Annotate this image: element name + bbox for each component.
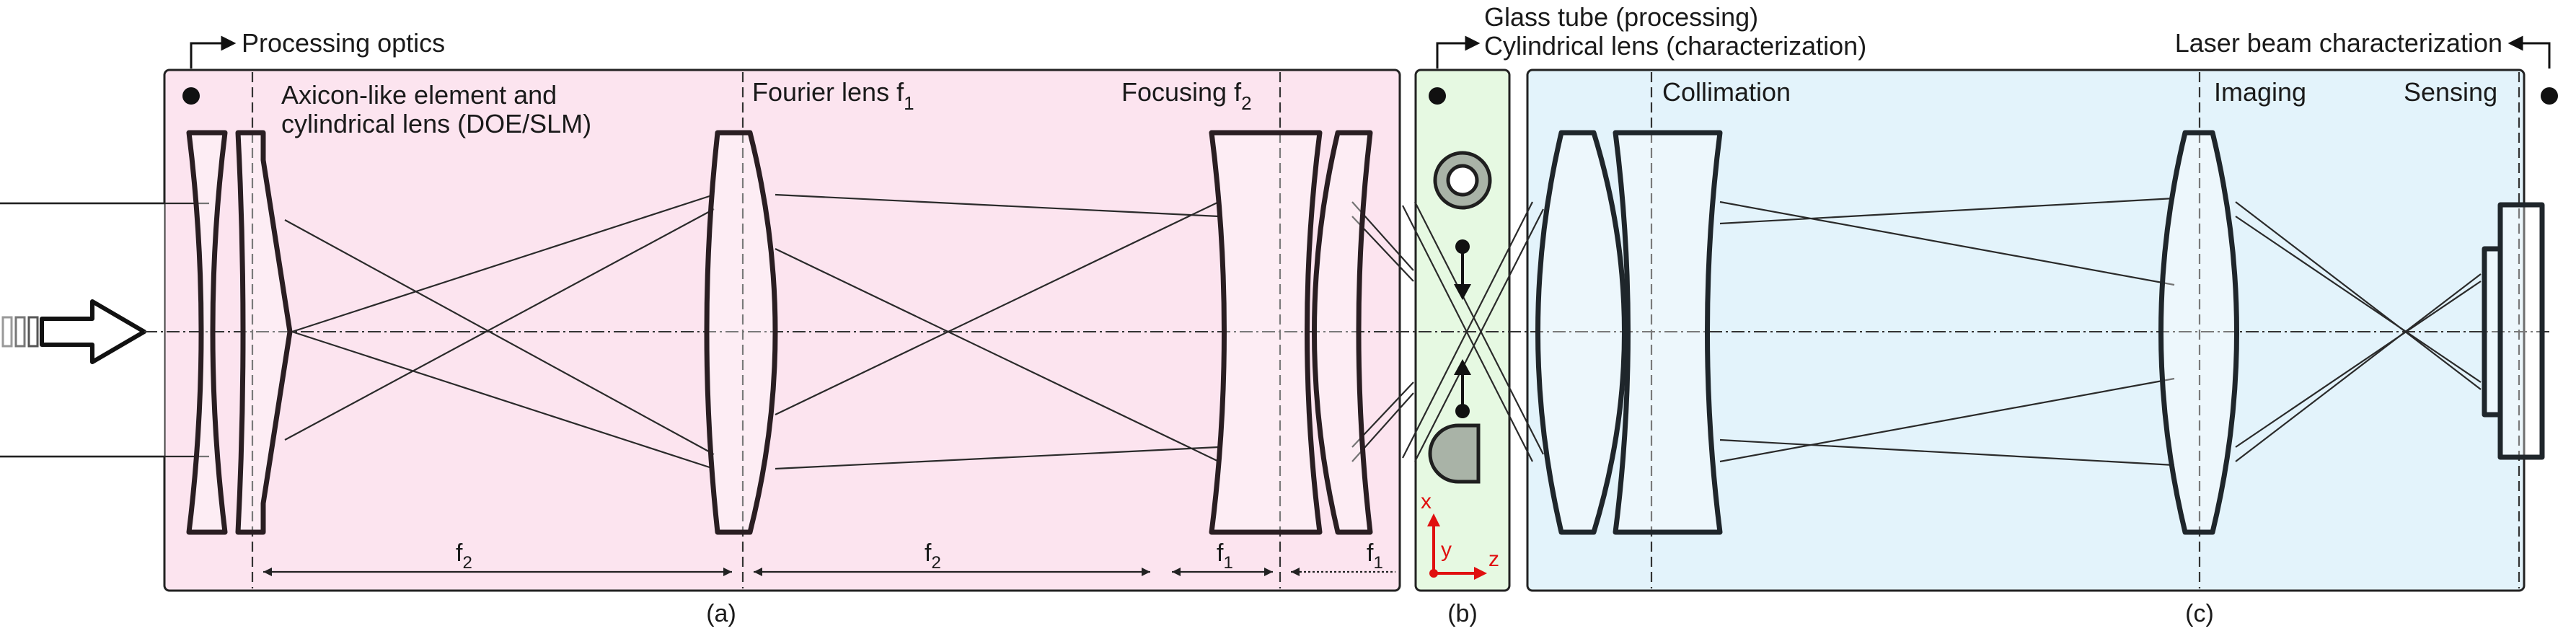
glass-tube-label: Glass tube (processing) xyxy=(1484,2,1758,32)
meniscus-lens xyxy=(186,130,228,535)
coordinate-axes-icon: x y z xyxy=(1421,490,1499,580)
axicon-label-line1: Axicon-like element and xyxy=(281,80,557,110)
dimension-f2-right: f2 xyxy=(925,539,941,573)
down-arrow-icon xyxy=(1454,239,1471,300)
collimation-lens-meniscus xyxy=(1535,130,1627,535)
axicon-label-line2: cylindrical lens (DOE/SLM) xyxy=(281,109,591,138)
axis-y-label: y xyxy=(1441,538,1452,562)
sensing-label: Sensing xyxy=(2404,77,2497,107)
rays-panel-b xyxy=(1402,201,1544,462)
dimension-f1-right: f1 xyxy=(1367,539,1383,573)
sensor-body xyxy=(2497,202,2545,460)
panel-a-marker xyxy=(182,87,200,105)
up-arrow-icon xyxy=(1454,359,1471,418)
axicon-element xyxy=(235,130,293,535)
cylindrical-lens-icon xyxy=(1428,423,1481,484)
focusing-lens-concave xyxy=(1209,130,1323,535)
principal-planes xyxy=(251,72,2520,588)
dimension-f2-left: f2 xyxy=(456,539,472,573)
caption-b: (b) xyxy=(1447,600,1478,627)
cylindrical-lens-label: Cylindrical lens (characterization) xyxy=(1484,31,1866,61)
fourier-lens xyxy=(704,130,778,535)
imaging-label: Imaging xyxy=(2214,77,2306,107)
dimension-lines xyxy=(263,568,1395,576)
axis-x-label: x xyxy=(1421,490,1432,513)
input-arrow-icon xyxy=(1,299,146,364)
processing-optics-label: Processing optics xyxy=(242,28,445,58)
glass-tube-pointer xyxy=(1436,35,1481,69)
fourier-lens-label: Fourier lens f1 xyxy=(752,77,914,114)
laser-beam-pointer xyxy=(2507,35,2551,69)
collimation-lens-concave xyxy=(1613,130,1723,535)
imaging-lens xyxy=(2158,130,2239,535)
caption-c: (c) xyxy=(2185,600,2214,627)
panel-c-box xyxy=(1526,69,2526,592)
processing-optics-pointer xyxy=(190,35,237,69)
glass-tube-icon xyxy=(1433,151,1492,210)
focusing-label: Focusing f2 xyxy=(1121,77,1252,114)
rays-panel-c xyxy=(1719,197,2482,467)
focusing-lens-meniscus xyxy=(1312,130,1373,535)
caption-a: (a) xyxy=(706,600,736,627)
panel-c-marker xyxy=(2541,87,2558,105)
laser-beam-characterization-label: Laser beam characterization xyxy=(2175,28,2502,58)
axis-z-label: z xyxy=(1488,547,1499,571)
collimation-label: Collimation xyxy=(1662,77,1791,107)
panel-b-marker xyxy=(1429,87,1446,105)
dimension-f1-left: f1 xyxy=(1217,539,1233,573)
